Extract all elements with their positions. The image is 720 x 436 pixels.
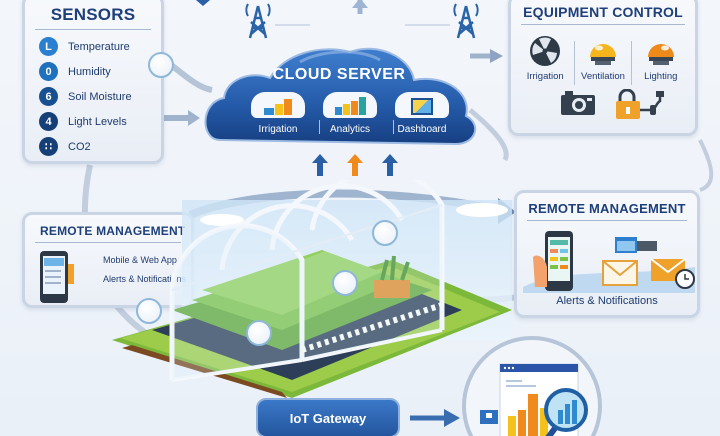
light-levels-icon: 4	[39, 112, 58, 131]
cloud-server[interactable]: CLOUD SERVER Irrigation Analytics Dashbo	[200, 40, 478, 152]
camera-icon[interactable]	[560, 89, 596, 117]
soil-moisture-icon: 6	[39, 87, 58, 106]
divider	[35, 29, 151, 30]
cloud-title: CLOUD SERVER	[272, 66, 406, 83]
equipment-item-lighting[interactable]: Lighting	[633, 35, 689, 85]
humidity-icon: 0	[39, 62, 58, 81]
temperature-icon: L	[39, 37, 58, 56]
sensor-item-co2[interactable]: ∷ CO2	[25, 134, 161, 159]
cloud-item-irrigation[interactable]: Irrigation	[242, 92, 314, 135]
divider	[393, 120, 394, 134]
co2-icon: ∷	[39, 137, 58, 156]
sensor-label: Soil Moisture	[68, 90, 132, 103]
smart-lock-plug-icon[interactable]	[614, 89, 670, 121]
divider	[35, 242, 181, 243]
iot-gateway-button[interactable]: IoT Gateway	[256, 398, 400, 436]
sensor-item-humidity[interactable]: 0 Humidity	[25, 59, 161, 84]
cloud-item-dashboard[interactable]: Dashboard	[386, 92, 458, 135]
beacon-icon	[589, 44, 616, 65]
divider	[631, 41, 633, 85]
analytics-chart-icon	[323, 92, 377, 118]
connector-node	[148, 52, 174, 78]
sensor-node-greenhouse[interactable]	[372, 220, 398, 246]
equipment-label: Ventilation	[581, 71, 625, 82]
equipment-title: EQUIPMENT CONTROL	[523, 4, 683, 20]
sensor-node-greenhouse[interactable]	[332, 270, 358, 296]
light-icon	[647, 44, 674, 65]
equipment-label: Irrigation	[526, 71, 564, 82]
sensor-label: Humidity	[68, 65, 111, 78]
equipment-item-irrigation[interactable]: Irrigation	[517, 35, 573, 85]
sensor-item-light-levels[interactable]: 4 Light Levels	[25, 109, 161, 134]
divider	[527, 220, 687, 221]
smartphone-icon[interactable]	[39, 250, 77, 304]
cloud-label: Dashboard	[397, 124, 447, 135]
remote-management-right-panel: REMOTE MANAGEMENT Alerts & Notifications	[514, 190, 700, 318]
uplink-arrows	[312, 154, 398, 176]
sensors-panel: SENSORS L Temperature 0 Humidity 6 Soil …	[22, 0, 164, 164]
equipment-control-panel: EQUIPMENT CONTROL Irrigation Ventilation	[508, 0, 698, 136]
dashboard-monitor-icon	[395, 92, 449, 118]
remote-left-line: Mobile & Web App	[103, 255, 177, 265]
sensor-label: Light Levels	[68, 115, 127, 128]
notifications-illustration	[523, 231, 695, 293]
remote-management-left-panel: REMOTE MANAGEMENT Mobile & Web App Alert…	[22, 212, 194, 308]
cloud-label: Irrigation	[258, 124, 298, 135]
greenhouse-illustration	[112, 180, 512, 398]
sensor-label: Temperature	[68, 40, 130, 53]
sensor-node-greenhouse[interactable]	[246, 320, 272, 346]
sensors-title: SENSORS	[50, 5, 136, 24]
sensor-item-soil-moisture[interactable]: 6 Soil Moisture	[25, 84, 161, 109]
remote-right-title: REMOTE MANAGEMENT	[528, 201, 686, 216]
radio-tower-icon-left	[245, 3, 271, 39]
cloud-item-analytics[interactable]: Analytics	[314, 92, 386, 135]
divider	[521, 24, 685, 25]
sensor-label: CO2	[68, 140, 91, 153]
irrigation-chart-icon	[251, 92, 305, 118]
sensor-item-temperature[interactable]: L Temperature	[25, 34, 161, 59]
analytics-chart-icon	[480, 363, 588, 436]
equipment-label: Lighting	[644, 71, 678, 82]
fan-icon	[530, 36, 561, 66]
connector-node	[136, 298, 162, 324]
equipment-item-ventilation[interactable]: Ventilation	[575, 35, 631, 85]
cloud-label: Analytics	[329, 124, 370, 135]
remote-left-line: Alerts & Notifications	[103, 274, 187, 284]
remote-right-footer: Alerts & Notifications	[556, 295, 658, 307]
radio-tower-icon-right	[453, 3, 479, 39]
divider	[319, 120, 320, 134]
divider	[573, 41, 575, 85]
remote-left-title: REMOTE MANAGEMENT	[40, 224, 186, 238]
